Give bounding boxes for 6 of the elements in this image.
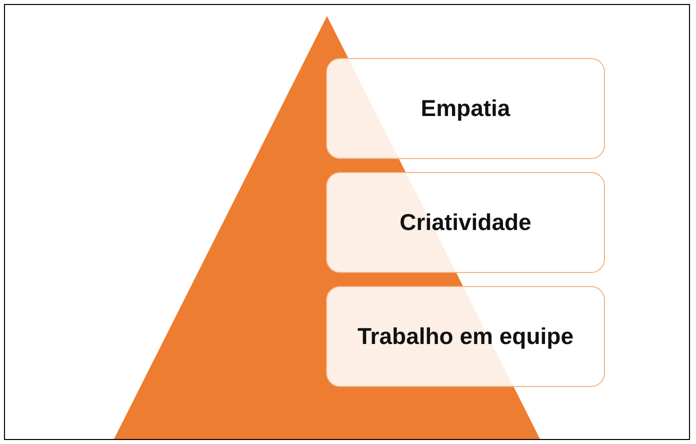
box-label: Trabalho em equipe bbox=[356, 324, 574, 350]
label-box bbox=[326, 172, 605, 273]
label-box bbox=[326, 58, 605, 159]
box-label: Empatia bbox=[420, 96, 512, 122]
box-label: Criatividade bbox=[398, 210, 532, 236]
label-box bbox=[326, 286, 605, 387]
